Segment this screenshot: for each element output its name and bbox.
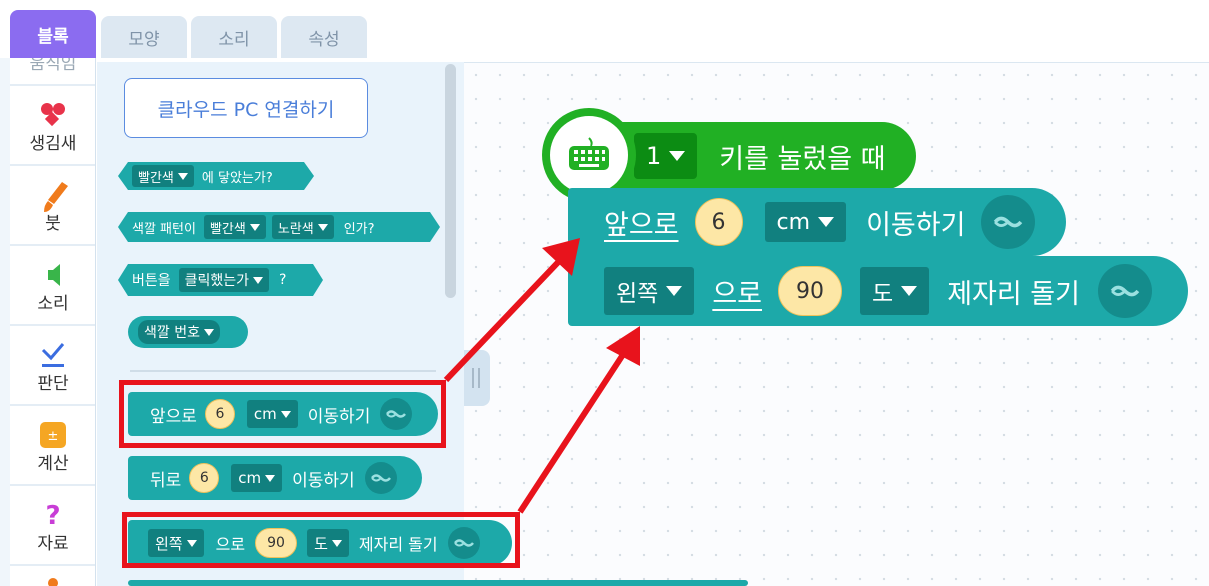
next-block-edge	[128, 580, 748, 586]
block-text: 앞으로	[604, 209, 679, 241]
block-link-icon	[364, 462, 397, 494]
block-text: 제자리 돌기	[358, 535, 438, 554]
direction-value: 왼쪽	[155, 534, 183, 553]
color-value: 빨간색	[138, 170, 174, 186]
distance-input[interactable]: 6	[189, 463, 220, 493]
unit-dropdown[interactable]: cm	[246, 400, 298, 428]
key-dropdown[interactable]: 1	[634, 133, 698, 179]
color-number-dropdown[interactable]: 색깔 번호	[138, 320, 220, 344]
category-move[interactable]: 움직임	[10, 58, 95, 86]
block-link-icon	[1097, 264, 1152, 318]
unit-value: 도	[872, 281, 894, 307]
direction-dropdown[interactable]: 왼쪽	[604, 267, 695, 315]
unit-dropdown[interactable]: cm	[231, 464, 283, 492]
category-judge[interactable]: 판단	[10, 326, 95, 406]
category-data[interactable]: ? 자료	[10, 486, 95, 566]
highlight-box-forward	[119, 380, 446, 448]
block-text: ?	[279, 272, 287, 288]
unit-value: cm	[776, 209, 811, 235]
category-label: 소리	[37, 294, 69, 314]
unit-value: cm	[253, 405, 277, 423]
calculator-icon: ±	[40, 422, 66, 448]
block-text: 으로	[215, 535, 246, 554]
category-calc[interactable]: ± 계산	[10, 406, 95, 486]
tab-shapes[interactable]: 모양	[101, 16, 187, 58]
block-text: 인가?	[343, 221, 375, 237]
key-value: 1	[646, 142, 662, 170]
tab-blocks[interactable]: 블록	[10, 10, 96, 58]
block-link-icon	[447, 527, 480, 559]
option-value: 클릭했는가	[184, 273, 250, 289]
category-more[interactable]	[10, 566, 95, 586]
move-forward-block[interactable]: 앞으로 6 cm 이동하기	[128, 392, 438, 436]
block-link-icon	[380, 398, 413, 430]
unit-value: cm	[238, 469, 262, 487]
more-icon	[48, 578, 58, 586]
distance-input[interactable]: 6	[694, 198, 743, 246]
block-text: 이동하기	[866, 209, 966, 241]
category-label: 판단	[37, 374, 69, 394]
tab-bar: 블록 모양 소리 속성	[0, 0, 1209, 62]
unit-dropdown[interactable]: 도	[307, 529, 349, 557]
button-clicked-block[interactable]: 버튼을 클릭했는가 ?	[118, 264, 323, 296]
tab-sounds[interactable]: 소리	[191, 16, 277, 58]
color-dropdown[interactable]: 빨간색	[132, 165, 194, 187]
category-label: 자료	[37, 534, 69, 554]
cloud-pc-connect-button[interactable]: 클라우드 PC 연결하기	[124, 78, 368, 138]
category-label: 계산	[37, 454, 69, 474]
color-value: 노란색	[277, 221, 314, 237]
direction-dropdown[interactable]: 왼쪽	[148, 529, 204, 557]
unit-dropdown[interactable]: cm	[764, 202, 847, 242]
turn-in-place-block[interactable]: 왼쪽 으로 90 도 제자리 돌기	[128, 520, 512, 566]
highlight-box-turn	[122, 512, 520, 568]
option-value: 색깔 번호	[144, 325, 200, 341]
block-text: 이동하기	[292, 470, 355, 491]
palette-divider	[130, 370, 436, 372]
color-value: 빨간색	[209, 221, 246, 237]
unit-dropdown[interactable]: 도	[860, 267, 930, 315]
block-text: 색깔 패턴이	[132, 221, 196, 237]
color-number-block[interactable]: 색깔 번호	[128, 316, 248, 348]
button-state-dropdown[interactable]: 클릭했는가	[179, 268, 269, 292]
keyboard-icon	[550, 116, 628, 194]
block-link-icon	[981, 195, 1036, 249]
svg-text:?: ?	[45, 501, 60, 530]
category-sidebar: 움직임 생김새 붓 소리 판단 ± 계산 ? 자료	[0, 58, 96, 586]
unit-value: 도	[314, 534, 328, 553]
block-text: 에 닿았는가?	[201, 170, 273, 186]
distance-input[interactable]: 6	[204, 399, 235, 429]
speaker-icon	[48, 264, 60, 286]
block-text: 뒤로	[150, 470, 182, 491]
block-text: 앞으로	[150, 406, 197, 427]
block-text: 키를 눌렀을 때	[719, 143, 886, 175]
palette-scrollbar[interactable]	[445, 64, 456, 298]
palette-collapse-handle[interactable]	[464, 350, 490, 406]
category-brush[interactable]: 붓	[10, 166, 95, 246]
category-looks[interactable]: 생김새	[10, 86, 95, 166]
svg-text:±: ±	[48, 429, 59, 444]
question-icon: ?	[45, 501, 60, 530]
category-label: 생김새	[29, 134, 77, 154]
tab-properties[interactable]: 속성	[281, 16, 367, 58]
angle-input[interactable]: 90	[778, 266, 843, 316]
color2-dropdown[interactable]: 노란색	[272, 215, 334, 239]
block-text: 제자리 돌기	[947, 278, 1080, 310]
block-text: 이동하기	[307, 406, 371, 427]
category-label: 움직임	[29, 58, 77, 74]
block-text: 으로	[712, 278, 763, 310]
touch-color-block[interactable]: 빨간색 에 닿았는가?	[118, 162, 314, 190]
color-pattern-block[interactable]: 색깔 패턴이 빨간색 노란색 인가?	[118, 212, 440, 242]
brush-icon	[44, 182, 68, 212]
shapes-icon	[41, 103, 65, 127]
block-text: 버튼을	[132, 273, 171, 289]
color1-dropdown[interactable]: 빨간색	[204, 215, 266, 239]
category-label: 붓	[45, 214, 61, 234]
angle-input[interactable]: 90	[255, 528, 298, 558]
move-backward-block[interactable]: 뒤로 6 cm 이동하기	[128, 456, 422, 500]
category-sound[interactable]: 소리	[10, 246, 95, 326]
canvas-turn-in-place-block[interactable]: 왼쪽 으로 90 도 제자리 돌기	[568, 256, 1188, 326]
check-icon	[41, 343, 65, 367]
canvas-move-forward-block[interactable]: 앞으로 6 cm 이동하기	[568, 188, 1066, 256]
direction-value: 왼쪽	[616, 281, 659, 307]
